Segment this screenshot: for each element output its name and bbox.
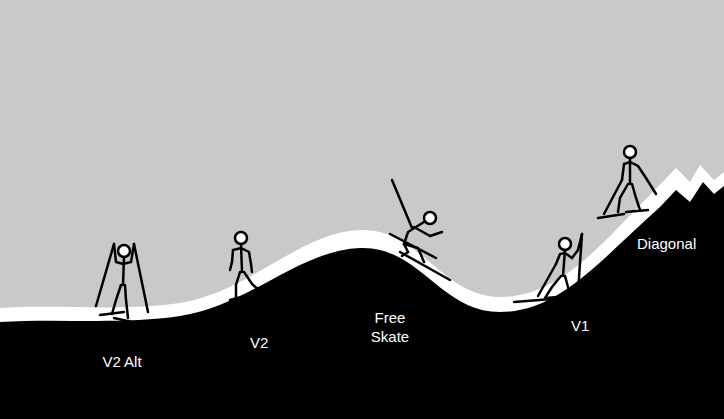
technique-label: V2 Alt [102,352,142,371]
skier-v2 [230,232,276,300]
skier-v1 [514,234,582,302]
skier-free-skate [390,180,450,280]
skier-v2-alt [96,244,148,322]
technique-label: Free Skate [368,308,412,346]
ground [0,182,724,419]
snow-layer [0,165,724,419]
skier-diagonal [598,146,656,218]
technique-label: V2 [250,333,268,352]
technique-label: V1 [571,316,589,335]
technique-label: Diagonal [637,234,696,253]
